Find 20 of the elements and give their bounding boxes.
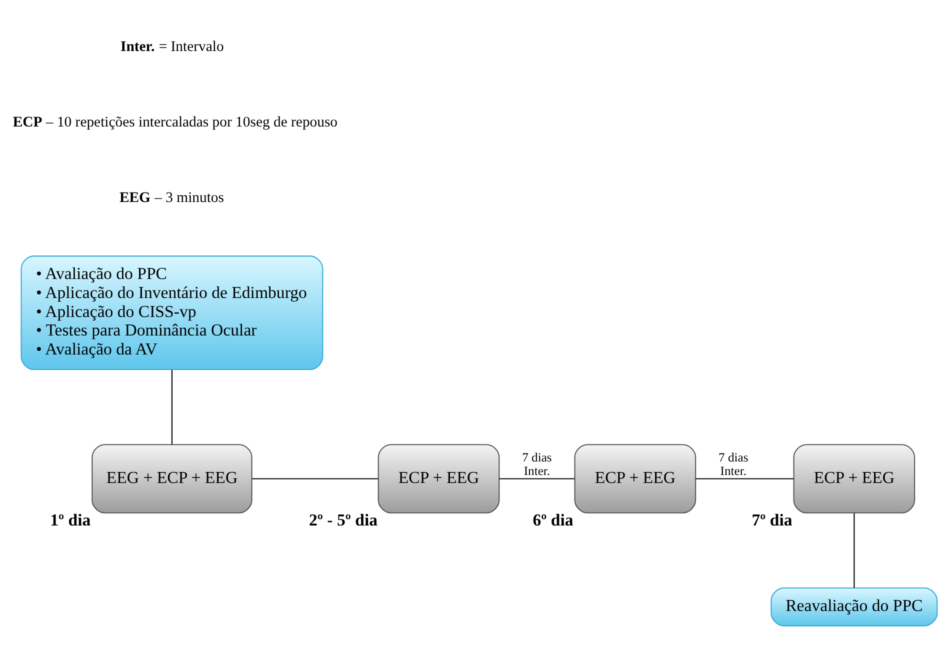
edge-label: 7 dias Inter. xyxy=(522,450,552,478)
connector xyxy=(854,512,855,588)
edge-label: 7 dias Inter. xyxy=(718,450,748,478)
node-label: 2º - 5º dia xyxy=(309,510,378,529)
node-box: EEG + ECP + EEG xyxy=(92,444,252,513)
label: EEG – 3 minutos xyxy=(119,190,224,206)
connector xyxy=(252,478,378,479)
node-box: ECP + EEG xyxy=(793,444,916,513)
node-label: 1º dia xyxy=(50,510,91,529)
label: ECP – 10 repetições intercaladas por 10seg de repouso xyxy=(12,114,338,130)
node-label: 6º dia xyxy=(532,510,574,529)
node-box: ECP + EEG xyxy=(378,444,500,513)
node-box: • Avaliação do PPC • Aplicação do Inventário de Edimburgo • Aplicação do CISS-vp • Testes para Dominância Ocular • Avaliação da AV xyxy=(20,255,324,370)
node-box: Reavaliação do PPC xyxy=(770,586,938,626)
node-label: 7º dia xyxy=(752,510,792,529)
connector xyxy=(499,478,574,479)
connector xyxy=(696,478,794,479)
label: Inter. = Intervalo xyxy=(120,38,224,54)
node-box: ECP + EEG xyxy=(574,444,696,513)
connector xyxy=(171,369,172,444)
